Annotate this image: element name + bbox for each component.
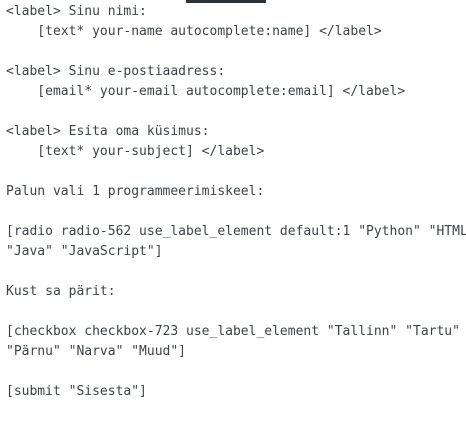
editor-line-1: <label> Sinu nimi: — [6, 4, 147, 19]
editor-top-bar — [186, 0, 266, 3]
editor-line-8: [text* your-subject] </label> — [6, 144, 265, 159]
editor-line-18: "Pärnu" "Narva" "Muud"] — [6, 344, 187, 359]
editor-line-7: <label> Esita oma küsimus: — [6, 124, 210, 139]
editor-line-15: Kust sa pärit: — [6, 284, 116, 299]
editor-line-12: [radio radio-562 use_label_element defau… — [6, 224, 466, 239]
editor-line-20: [submit "Sisesta"] — [6, 384, 147, 399]
editor-line-2: [text* your-name autocomplete:name] </la… — [6, 24, 382, 39]
editor-line-10: Palun vali 1 programmeerimiskeel: — [6, 184, 265, 199]
editor-line-13: "Java" "JavaScript"] — [6, 244, 163, 259]
editor-line-17: [checkbox checkbox-723 use_label_element… — [6, 324, 460, 339]
editor-line-4: <label> Sinu e-postiaadress: — [6, 64, 226, 79]
editor-line-5: [email* your-email autocomplete:email] <… — [6, 84, 406, 99]
